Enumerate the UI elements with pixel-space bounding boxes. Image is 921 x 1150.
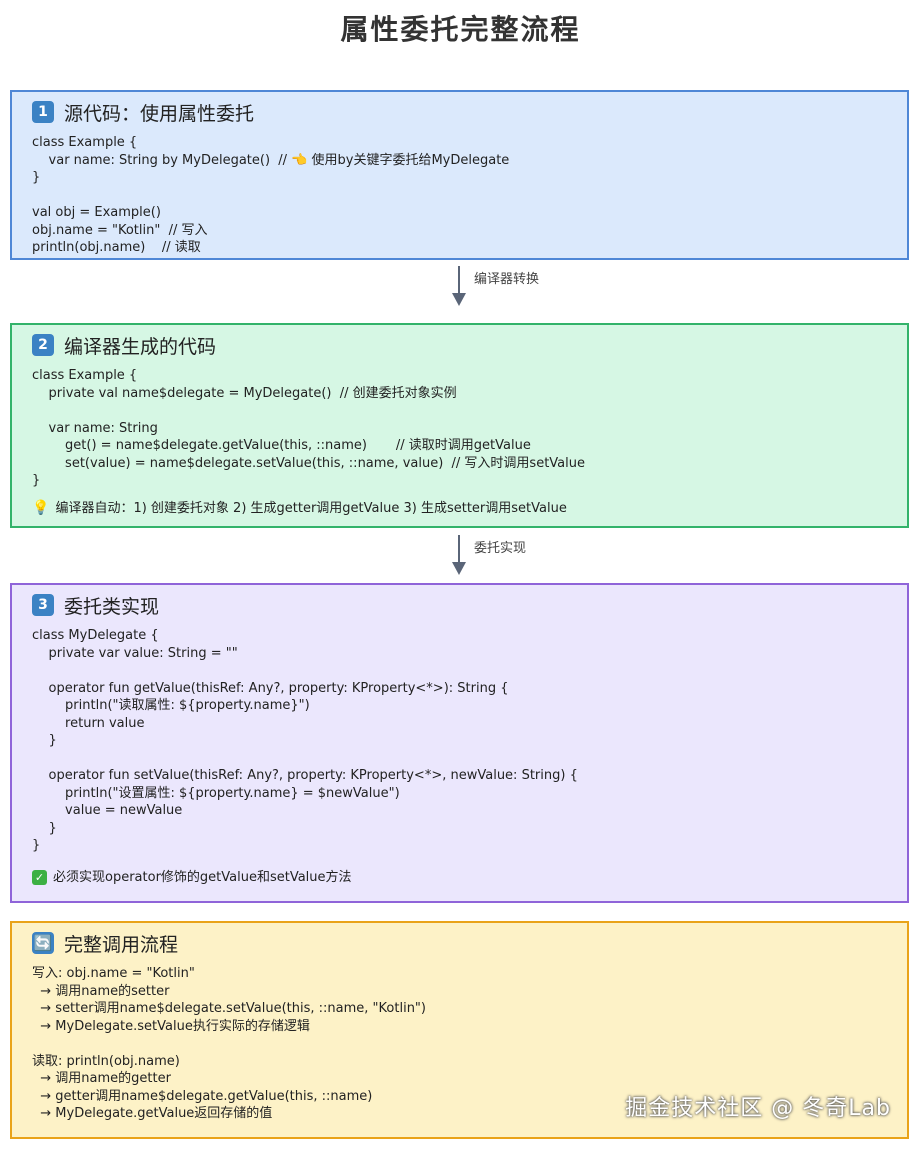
call-flow-panel: 🔄 完整调用流程 写入: obj.name = "Kotlin" → 调用nam…: [10, 921, 909, 1139]
delegate-class-panel: 3 委托类实现 class MyDelegate { private var v…: [10, 583, 909, 903]
note-text: 编译器自动：1) 创建委托对象 2) 生成getter调用getValue 3)…: [55, 500, 567, 516]
section-title: 编译器生成的代码: [64, 335, 217, 358]
number-three-icon: 3: [32, 594, 54, 616]
section-heading: 🔄 完整调用流程: [32, 931, 887, 956]
check-icon: ✓: [32, 869, 47, 885]
code-block: class Example { var name: String by MyDe…: [32, 135, 510, 255]
connector-delegate-impl: 委托实现: [440, 533, 640, 583]
connector-compiler-transform: 编译器转换: [440, 264, 640, 314]
watermark: 掘金技术社区 @ 冬奇Lab: [625, 1096, 891, 1121]
section-title: 委托类实现: [64, 595, 160, 618]
code-block: class MyDelegate { private var value: St…: [32, 628, 578, 853]
lightbulb-icon: 💡: [32, 499, 50, 516]
section-heading: 1 源代码：使用属性委托: [32, 100, 887, 125]
note-text: 必须实现operator修饰的getValue和setValue方法: [53, 869, 352, 885]
section-heading: 3 委托类实现: [32, 593, 887, 618]
compiler-generated-panel: 2 编译器生成的代码 class Example { private val n…: [10, 323, 909, 528]
cycle-arrows-icon: 🔄: [32, 932, 54, 954]
section-title: 源代码：使用属性委托: [64, 102, 255, 125]
arrow-down-icon: [452, 266, 466, 306]
note-line: ✓ 必须实现operator修饰的getValue和setValue方法: [32, 869, 887, 887]
note-line: 💡 编译器自动：1) 创建委托对象 2) 生成getter调用getValue …: [32, 500, 887, 518]
section-heading: 2 编译器生成的代码: [32, 333, 887, 358]
connector-label: 委托实现: [474, 541, 527, 556]
page-title: 属性委托完整流程: [340, 13, 581, 46]
code-block: class Example { private val name$delegat…: [32, 368, 586, 488]
number-two-icon: 2: [32, 334, 54, 356]
code-block: 写入: obj.name = "Kotlin" → 调用name的setter …: [32, 966, 426, 1121]
source-code-panel: 1 源代码：使用属性委托 class Example { var name: S…: [10, 90, 909, 260]
section-title: 完整调用流程: [64, 933, 179, 956]
connector-label: 编译器转换: [474, 272, 540, 287]
arrow-down-icon: [452, 535, 466, 575]
number-one-icon: 1: [32, 101, 54, 123]
